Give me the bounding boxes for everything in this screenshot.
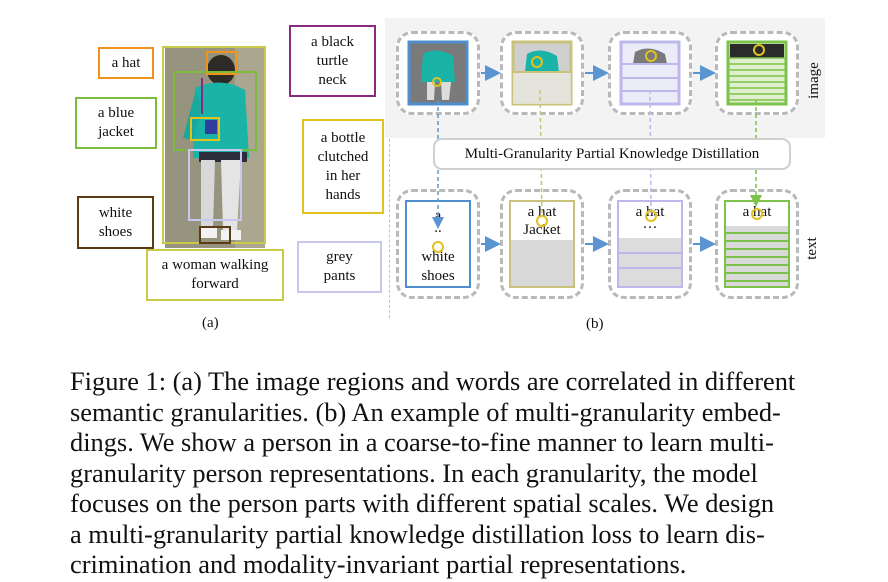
caption-line: focuses on the person parts with differe… [70,488,775,518]
panel-separator [389,18,390,318]
text-tile-4-top: a hat [742,204,772,220]
person-photo [165,48,265,248]
label-woman-walking: a woman walking forward [146,249,284,301]
label-hat: a hat [98,47,154,79]
label-black-turtle-neck: a black turtle neck [289,25,376,97]
text-tile-4: a hat [715,189,799,299]
label-blue-jacket: a blue jacket [75,97,157,149]
sublabel-a: (a) [202,315,219,331]
image-tile-2 [500,31,584,115]
image-tile-3 [608,31,692,115]
caption-line: a multi-granularity partial knowledge di… [70,518,765,549]
text-row-label: text [803,237,820,260]
caption-line: dings. We show a person in a coarse-to-f… [70,427,774,457]
label-grey-pants: grey pants [297,241,382,293]
image-row-label: image [805,62,822,99]
text-tile-3-dots: ··· [642,220,658,236]
text-tile-2: a hat Jacket [500,189,584,299]
text-tile-3: a hat ··· [608,189,692,299]
image-tile-4 [715,31,799,115]
label-white-shoes: white shoes [77,196,154,249]
figure-caption: Figure 1: (a) The image regions and word… [70,366,822,580]
region-boxes [162,46,266,244]
figure-1: a hat a blue jacket white shoes a woman … [75,18,825,332]
caption-line: Figure 1: (a) The image regions and word… [70,366,796,396]
sublabel-b: (b) [586,316,604,332]
label-bottle: a bottle clutched in her hands [302,119,384,214]
caption-line: granularity person representations. In e… [70,457,758,488]
text-tile-1-bottom: white shoes [421,249,455,284]
text-tile-2-mid: Jacket [523,222,561,238]
distillation-title: Multi-Granularity Partial Knowledge Dist… [433,138,791,170]
caption-line: crimination and modality-invariant parti… [70,549,687,579]
caption-line: semantic granularities. (b) An example o… [70,396,781,427]
